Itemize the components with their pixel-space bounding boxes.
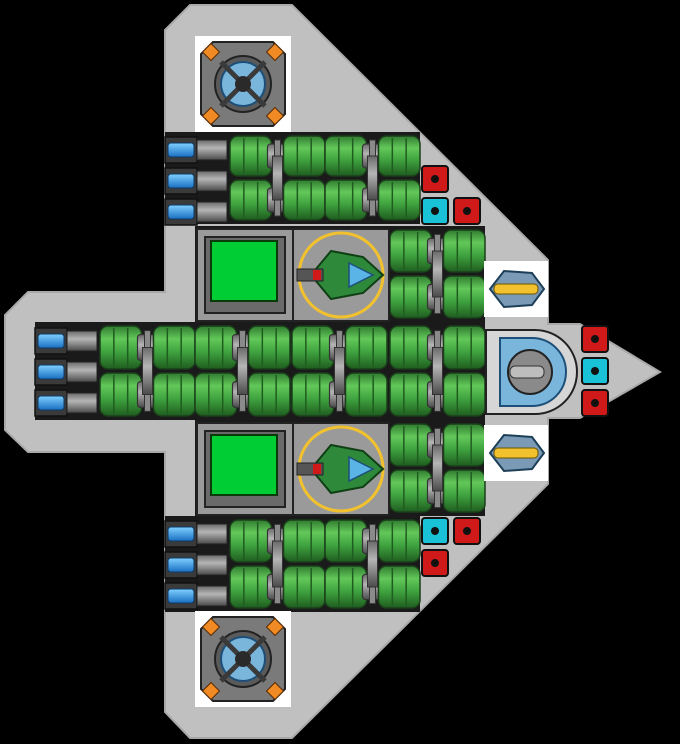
pipe-segment [229, 519, 273, 563]
pipe-riser [432, 250, 443, 298]
pipe-segment [377, 565, 421, 609]
pipe-segment [442, 325, 486, 370]
pipe-segment [194, 372, 238, 417]
cyan-indicator [421, 197, 449, 225]
cockpit [485, 329, 578, 415]
missile-launcher-upper [484, 261, 548, 317]
pipe-segment [442, 275, 486, 319]
pipe-riser [432, 444, 443, 492]
pipe-segment [282, 565, 326, 609]
cyan-indicator [421, 517, 449, 545]
pipe-segment [377, 519, 421, 563]
pipe-riser [367, 540, 378, 588]
thruster [34, 327, 98, 355]
pipe-segment [229, 179, 273, 221]
red-indicator [421, 549, 449, 577]
thruster [164, 520, 228, 548]
missile-launcher-lower [484, 425, 548, 481]
pipe-riser [367, 155, 378, 201]
red-indicator [453, 197, 481, 225]
pipe-segment [282, 135, 326, 177]
pipe-segment [247, 372, 291, 417]
thruster [164, 551, 228, 579]
weapon-turret-upper [292, 228, 390, 322]
pipe-segment [324, 179, 368, 221]
pipe-segment [377, 135, 421, 177]
cyan-indicator [581, 357, 609, 385]
pipe-segment [442, 229, 486, 273]
thruster [164, 167, 228, 195]
red-indicator [581, 325, 609, 353]
pipe-segment [291, 372, 335, 417]
pipe-segment [324, 519, 368, 563]
pipe-riser [142, 347, 153, 395]
pipe-segment [389, 325, 433, 370]
pipe-segment [282, 179, 326, 221]
pipe-segment [389, 423, 433, 467]
pipe-segment [377, 179, 421, 221]
red-indicator [421, 165, 449, 193]
pipe-segment [291, 325, 335, 370]
thruster [164, 136, 228, 164]
shield-generator-bottom [195, 611, 291, 707]
pipe-segment [389, 229, 433, 273]
thruster [164, 198, 228, 226]
pipe-riser [272, 540, 283, 588]
shield-generator-top [195, 36, 291, 132]
pipe-segment [442, 423, 486, 467]
pipe-segment [324, 565, 368, 609]
red-indicator [581, 389, 609, 417]
pipe-riser [272, 155, 283, 201]
pipe-riser [334, 347, 345, 395]
thruster [34, 389, 98, 417]
red-indicator [453, 517, 481, 545]
pipe-segment [389, 275, 433, 319]
pipe-segment [229, 565, 273, 609]
pipe-segment [442, 469, 486, 513]
pipe-segment [194, 325, 238, 370]
storage-block-lower [196, 422, 294, 516]
pipe-segment [99, 372, 143, 417]
pipe-network [99, 135, 486, 609]
storage-block-upper [196, 228, 294, 322]
pipe-segment [389, 469, 433, 513]
pipe-segment [247, 325, 291, 370]
pipe-segment [442, 372, 486, 417]
weapon-turret-lower [292, 422, 390, 516]
thruster [34, 358, 98, 386]
thruster [164, 582, 228, 610]
pipe-segment [282, 519, 326, 563]
pipe-segment [324, 135, 368, 177]
pipe-segment [152, 372, 196, 417]
pipe-segment [152, 325, 196, 370]
pipe-segment [389, 372, 433, 417]
pipe-riser [237, 347, 248, 395]
pipe-segment [344, 372, 388, 417]
pipe-riser [432, 347, 443, 395]
pipe-segment [229, 135, 273, 177]
pipe-segment [99, 325, 143, 370]
pipe-segment [344, 325, 388, 370]
